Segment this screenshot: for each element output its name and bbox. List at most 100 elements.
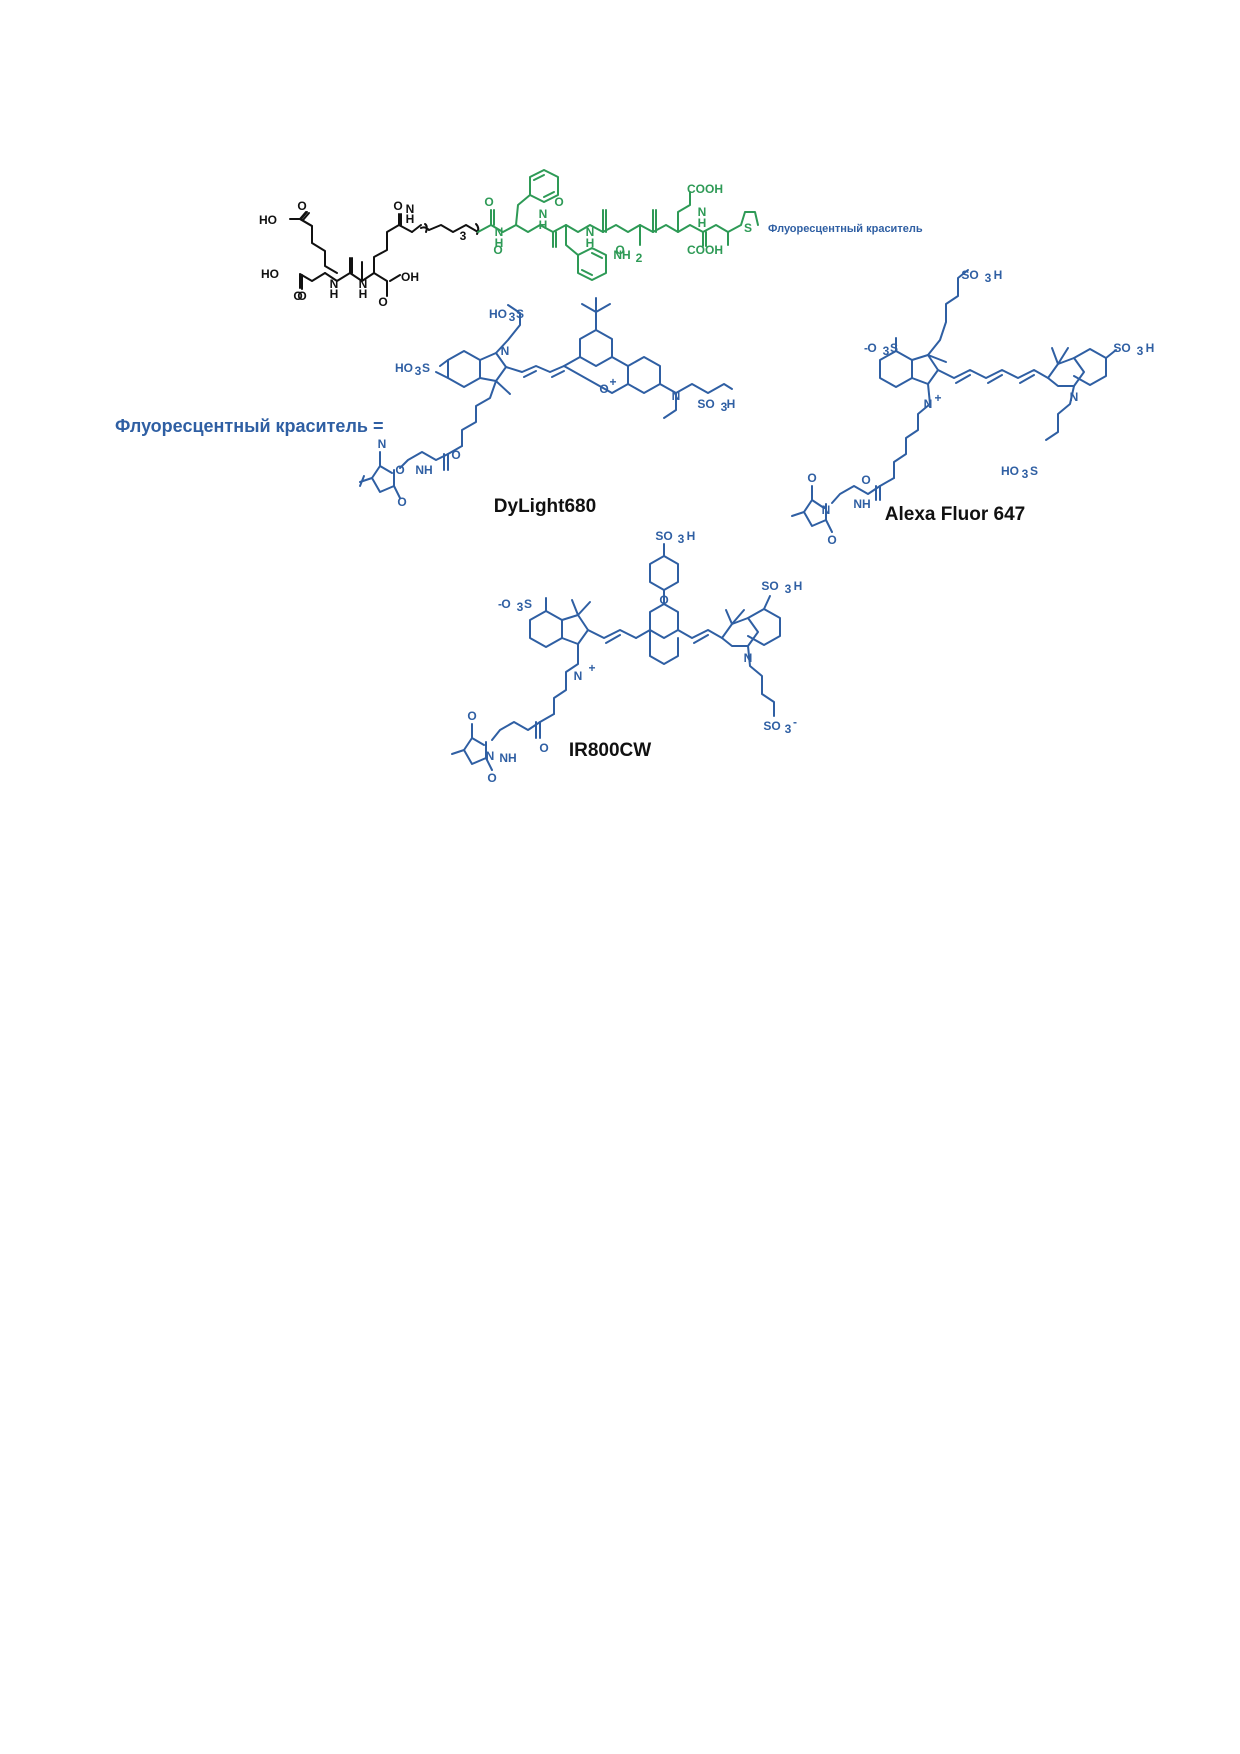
- atom-label: N: [1070, 390, 1079, 404]
- atom-label: O: [484, 195, 493, 209]
- atom-label: SO: [697, 397, 714, 411]
- atom-label: N: [378, 437, 387, 451]
- atom-label: S: [516, 307, 524, 321]
- atom-label: O: [827, 533, 836, 547]
- atom-label: 3: [1137, 344, 1144, 358]
- atom-label: 3: [415, 364, 422, 378]
- atom-label: SO: [961, 268, 978, 282]
- atom-label: N: [586, 225, 595, 239]
- atom-label: H: [495, 236, 504, 250]
- atom-label: O: [807, 471, 816, 485]
- dylight680-structure: [359, 297, 733, 499]
- atom-label: H: [687, 529, 696, 543]
- atom-label: N: [744, 651, 753, 665]
- atom-label: 3: [883, 344, 890, 358]
- dye-name-ir800cw: IR800CW: [569, 740, 651, 761]
- atom-label: NH: [499, 751, 516, 765]
- atom-label: O: [467, 709, 476, 723]
- atom-label: O: [861, 473, 870, 487]
- atom-label: H: [698, 216, 707, 230]
- atom-label: NH: [613, 248, 630, 262]
- atom-label: N: [574, 669, 583, 683]
- atom-label: 2: [636, 251, 643, 265]
- atom-label: N: [495, 225, 504, 239]
- atom-label: 3: [460, 229, 467, 243]
- atom-label: O: [393, 199, 402, 213]
- atom-label: +: [609, 375, 616, 389]
- atom-label: 3: [785, 722, 792, 736]
- atom-label: O: [297, 289, 306, 303]
- dye-name-alexa-fluor-647: Alexa Fluor 647: [885, 504, 1025, 525]
- atom-label: S: [1030, 464, 1038, 478]
- atom-label: -: [864, 341, 868, 355]
- atom-label: H: [994, 268, 1003, 282]
- atom-label: SO: [655, 529, 672, 543]
- atom-label: NH: [853, 497, 870, 511]
- atom-label: HO: [395, 361, 413, 375]
- atom-label: S: [890, 341, 898, 355]
- alexa-fluor-647-structure: [791, 269, 1117, 533]
- atom-label: O: [659, 593, 668, 607]
- atom-label: 3: [678, 532, 685, 546]
- atom-label: OH: [401, 270, 419, 284]
- atom-label: H: [1146, 341, 1155, 355]
- atom-label: H: [794, 579, 803, 593]
- dye-link-label: Флуоресцентный краситель: [768, 223, 923, 235]
- atom-label: N: [822, 503, 831, 517]
- atom-label: 3: [721, 400, 728, 414]
- atom-label: S: [524, 597, 532, 611]
- atom-label: O: [297, 199, 306, 213]
- atom-label: HO: [1001, 464, 1019, 478]
- atom-label: N: [486, 749, 495, 763]
- atom-label: O: [397, 495, 406, 509]
- atom-label: O: [599, 382, 608, 396]
- atom-label: N: [501, 344, 510, 358]
- atom-label: SO: [761, 579, 778, 593]
- atom-label: O: [378, 295, 387, 309]
- atom-label: 3: [509, 310, 516, 324]
- atom-label: SO: [1113, 341, 1130, 355]
- atom-label: O: [395, 463, 404, 477]
- atom-label: N: [698, 205, 707, 219]
- atom-label: HO: [489, 307, 507, 321]
- atom-label: O: [615, 243, 624, 257]
- atom-label: 3: [1022, 467, 1029, 481]
- atom-label: +: [934, 391, 941, 405]
- atom-label: -: [793, 715, 797, 729]
- atom-label: N: [924, 397, 933, 411]
- atom-label: H: [539, 218, 548, 232]
- atom-label: O: [554, 195, 563, 209]
- atom-label: O: [293, 289, 302, 303]
- atom-label: +: [588, 661, 595, 675]
- atom-label: N: [539, 207, 548, 221]
- atom-label: O: [539, 741, 548, 755]
- atom-label: S: [422, 361, 430, 375]
- atom-label: -: [498, 597, 502, 611]
- atom-label: H: [586, 236, 595, 250]
- atom-label: 3: [985, 271, 992, 285]
- atom-label: O: [493, 243, 502, 257]
- atom-label: H: [330, 287, 339, 301]
- dye-name-dylight680: DyLight680: [494, 496, 596, 517]
- atom-label: 3: [517, 600, 524, 614]
- atom-label: COOH: [687, 182, 723, 196]
- atom-label: COOH: [687, 243, 723, 257]
- atom-label: N: [672, 389, 681, 403]
- atom-label: S: [744, 221, 752, 235]
- atom-label: SO: [763, 719, 780, 733]
- atom-label: N: [359, 277, 368, 291]
- atom-label: O: [867, 341, 876, 355]
- atom-label: H: [727, 397, 736, 411]
- peptide-fragment: [477, 169, 759, 281]
- atom-label: O: [487, 771, 496, 785]
- atom-label: NH: [415, 463, 432, 477]
- atom-label: O: [501, 597, 510, 611]
- atom-label: HO: [259, 213, 277, 227]
- atom-label: O: [451, 448, 460, 462]
- glutamate-urea-fragment: [289, 211, 480, 297]
- ir800cw-structure: [451, 543, 781, 771]
- atom-label: N: [406, 202, 415, 216]
- atom-label: N: [330, 277, 339, 291]
